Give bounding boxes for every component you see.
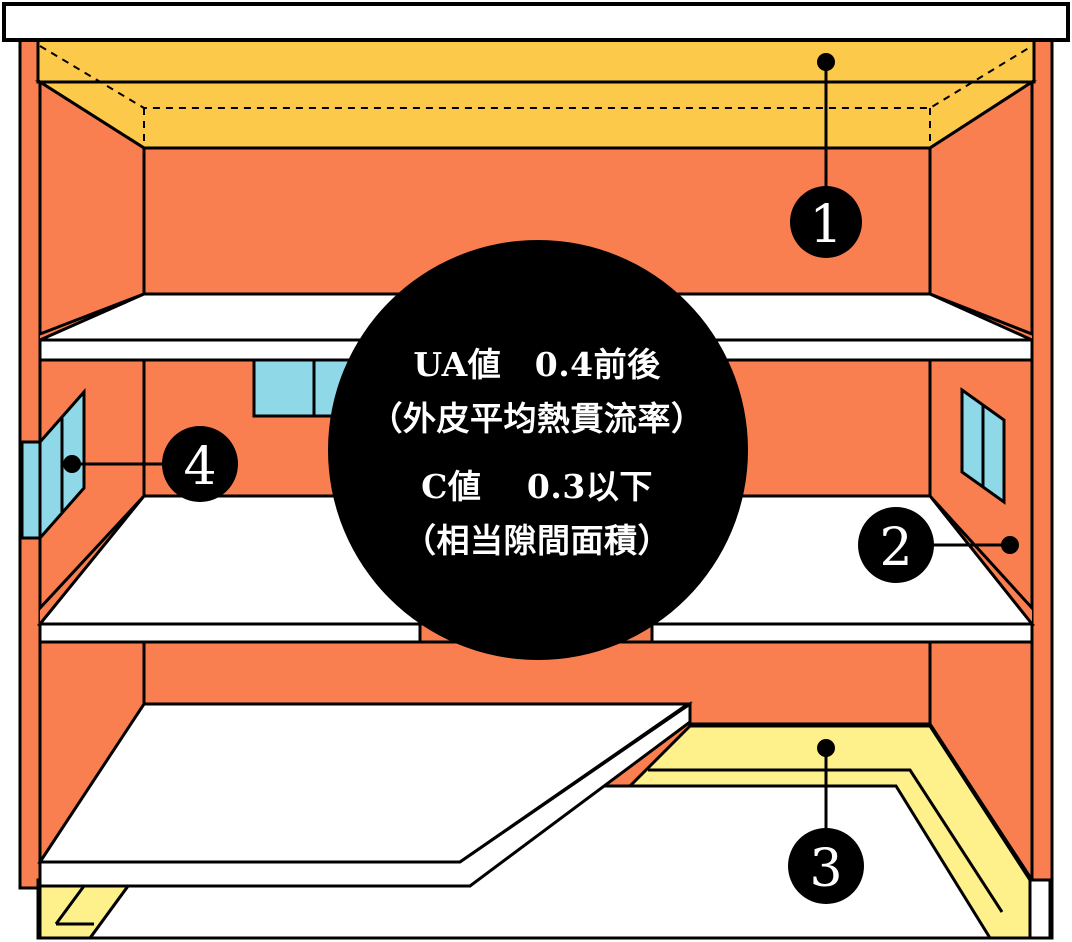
ua-description: （外皮平均熱貫流率）	[369, 399, 705, 438]
lower-floor-edge	[38, 701, 692, 888]
marker-3-label: 3	[809, 839, 842, 899]
ceiling-insulation	[36, 38, 1036, 84]
c-description: （相当隙間面積）	[403, 521, 671, 560]
marker-2: 2	[858, 507, 1019, 583]
center-spec-text: UA値 0.4前後 （外皮平均熱貫流率） C値 0.3以下 （相当隙間面積）	[330, 338, 744, 568]
c-value-line: C値 0.3以下	[421, 467, 653, 506]
middle-floor-edge-right	[650, 622, 1034, 644]
lower-room-right-wall	[928, 640, 1034, 886]
ua-value-line: UA値 0.4前後	[413, 345, 661, 384]
roof-slab	[2, 2, 1070, 42]
ceiling-dash-outline	[39, 45, 1033, 109]
left-window	[20, 388, 86, 542]
marker-3: 3	[788, 739, 864, 904]
floor-insulation-right-cap	[1028, 878, 1052, 940]
right-upper-window	[960, 387, 1006, 505]
marker-1-label: 1	[809, 195, 842, 255]
marker-4: 4	[63, 426, 238, 502]
right-outer-wall	[1030, 36, 1054, 890]
center-spec-circle	[328, 240, 748, 660]
marker-1: 1	[790, 53, 862, 258]
ceiling-insulation-trapezoid	[34, 80, 1038, 150]
middle-floor-edge-left	[38, 622, 422, 644]
marker-2-label: 2	[879, 518, 912, 578]
marker-4-label: 4	[183, 437, 216, 497]
